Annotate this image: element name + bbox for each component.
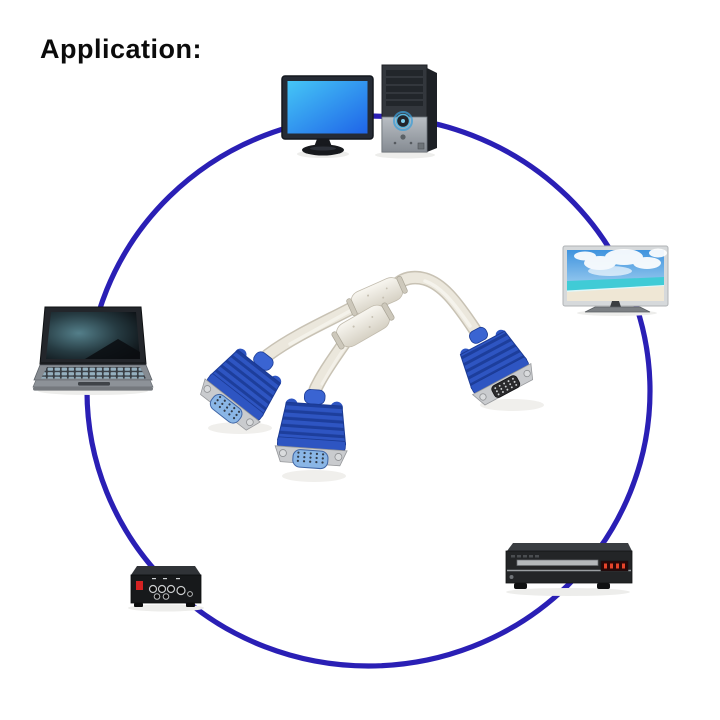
flat-screen-tv	[562, 245, 669, 316]
converter-red-switch	[136, 581, 143, 590]
dvd-display-segments	[604, 563, 625, 569]
converter-box	[128, 566, 204, 612]
converter-top	[131, 566, 201, 575]
dvd-foot-left	[514, 583, 527, 589]
monitor-base-highlight	[310, 146, 336, 151]
tower-power-button	[400, 134, 406, 140]
dvd-shadow	[506, 588, 630, 596]
cable-shadow-1	[208, 422, 272, 434]
laptop	[32, 306, 154, 395]
desktop-computer	[281, 64, 437, 159]
dvd-player	[505, 543, 633, 596]
tv-stand-base	[584, 306, 651, 313]
monitor-screen	[287, 81, 368, 134]
tv-sea	[567, 277, 664, 293]
desktop-monitor	[281, 75, 374, 158]
tower-badge	[417, 142, 425, 150]
cable-shadow-2	[282, 470, 346, 482]
vga-female-connector-2	[273, 386, 352, 471]
converter-shadow	[128, 604, 204, 612]
vga-splitter-y-cable	[192, 270, 544, 482]
cable-shadow-3	[480, 399, 544, 411]
laptop-base	[32, 364, 154, 391]
male-strain-relief	[469, 326, 488, 344]
laptop-screen-silhouette	[85, 339, 140, 359]
tower-side	[427, 68, 437, 152]
computer-tower	[381, 64, 437, 153]
converter-ports	[148, 584, 193, 600]
tower-emblem	[393, 111, 413, 131]
tv-screen	[567, 248, 667, 301]
tower-led	[393, 141, 397, 145]
dvd-top	[507, 543, 632, 551]
dvd-power-button	[509, 575, 514, 579]
dvd-disc-tray	[516, 559, 599, 566]
converter-foot-left	[134, 603, 143, 607]
tower-led2	[409, 141, 413, 145]
dvd-buttons	[511, 555, 539, 558]
tower-shadow	[375, 151, 435, 159]
tv-clouds	[574, 248, 667, 276]
converter-foot-right	[186, 603, 195, 607]
page-title: Application:	[40, 34, 202, 64]
laptop-front-edge	[33, 387, 153, 391]
tv-stand-neck	[610, 301, 621, 307]
converter-labels	[152, 578, 180, 580]
dvd-foot-right	[597, 583, 610, 589]
dvd-display	[600, 560, 629, 572]
laptop-hinge	[40, 362, 146, 365]
laptop-screen-panel	[39, 306, 147, 365]
vga-male-connector	[459, 326, 534, 406]
male-pins	[494, 377, 518, 396]
tower-drive-bays	[386, 70, 423, 106]
tv-sand	[567, 286, 664, 301]
laptop-touchpad	[78, 382, 110, 386]
